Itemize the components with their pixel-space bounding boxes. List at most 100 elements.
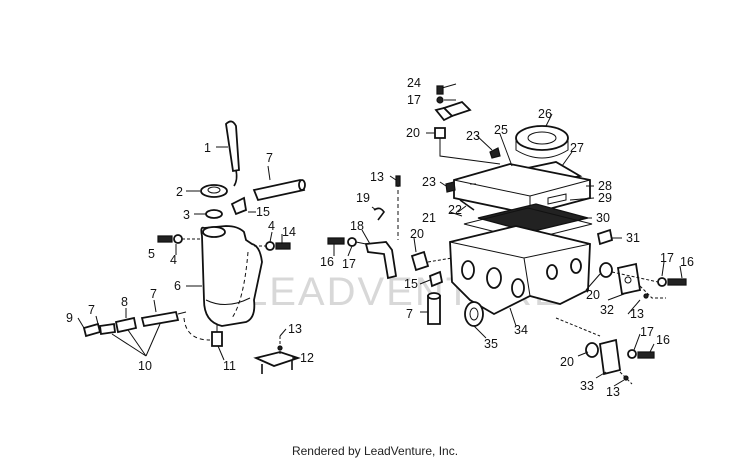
left-washer — [347, 237, 357, 247]
right-mount-line-upper — [611, 271, 659, 283]
right-washer — [265, 241, 275, 251]
mounting-bolt — [157, 235, 173, 243]
airbox-port-1 — [461, 260, 475, 280]
callout-18: 18 — [350, 219, 364, 233]
top-block-side — [434, 107, 454, 122]
callout-17-top: 17 — [407, 93, 421, 107]
right-bolt — [275, 242, 291, 250]
vent-hose-end — [298, 179, 306, 191]
airbox-body-edges — [449, 241, 591, 297]
callout-25: 25 — [494, 123, 508, 137]
callout-19: 19 — [356, 191, 370, 205]
callout-20-left: 20 — [410, 227, 424, 241]
callout-31: 31 — [626, 231, 640, 245]
callout-20-lower: 20 — [560, 355, 574, 369]
breather-fitting — [428, 270, 444, 288]
callout-12: 12 — [300, 351, 314, 365]
callout-11: 11 — [223, 359, 236, 373]
oil-tank — [200, 225, 263, 327]
lower-mount-line — [555, 317, 601, 337]
lower-screw-line — [619, 371, 633, 385]
callout-16-right-upper: 16 — [680, 255, 694, 269]
callout-32: 32 — [600, 303, 614, 317]
drain-clamp — [98, 322, 117, 336]
right-bracket-hole — [624, 276, 632, 284]
tank-cap-center — [207, 186, 221, 194]
callout-3: 3 — [183, 208, 190, 222]
airbox-port-5 — [570, 258, 582, 274]
left-grommet-line — [427, 257, 453, 263]
lid-clip — [459, 199, 475, 211]
callout-7-drain-left: 7 — [88, 303, 95, 317]
callout-7-vent-hose: 7 — [266, 151, 273, 165]
callout-7-drain-right: 7 — [150, 287, 157, 301]
footer-credit: Rendered by LeadVenture, Inc. — [291, 444, 459, 458]
callout-20-right: 20 — [586, 288, 600, 302]
vent-hose — [252, 178, 306, 202]
airbox-port-4 — [546, 264, 558, 280]
callout-15-right: 15 — [404, 277, 418, 291]
callout-14: 14 — [282, 225, 296, 239]
tank-seam — [205, 297, 251, 305]
intake-boot — [464, 301, 484, 327]
callout-4-left: 4 — [170, 253, 177, 267]
cap-gasket — [205, 209, 223, 219]
callout-23-top: 23 — [466, 129, 480, 143]
bolt-washer — [173, 234, 183, 244]
callout-22: 22 — [448, 203, 462, 217]
callout-8: 8 — [121, 295, 128, 309]
callout-6: 6 — [174, 279, 181, 293]
bracket-legs — [261, 360, 293, 374]
filter-element-side — [515, 138, 569, 159]
filter-element — [515, 125, 569, 151]
lid-screw — [395, 175, 401, 187]
callout-30: 30 — [596, 211, 610, 225]
right-bolt-upper — [667, 278, 687, 286]
callout-5: 5 — [148, 247, 155, 261]
left-grommet — [410, 250, 430, 272]
airbox-port-2 — [486, 267, 502, 289]
callout-20-top: 20 — [406, 126, 420, 140]
top-screw — [436, 85, 444, 95]
callout-7-breather: 7 — [406, 307, 413, 321]
drain-route — [183, 317, 211, 341]
callout-16-right-lower: 16 — [656, 333, 670, 347]
callout-17-left: 17 — [342, 257, 356, 271]
callout-1: 1 — [204, 141, 211, 155]
callout-24: 24 — [407, 76, 421, 90]
callout-15-left: 15 — [256, 205, 270, 219]
airbox-lid-slots — [470, 183, 567, 205]
intake-boot-leader — [473, 325, 487, 339]
drain-valve — [114, 316, 138, 334]
lower-bracket — [599, 338, 621, 376]
callout-17-right-lower: 17 — [640, 325, 654, 339]
callout-16-left: 16 — [320, 255, 334, 269]
airbox-port-3 — [511, 278, 525, 298]
callout-labels: 1 2 3 4 4 5 6 7 7 7 7 8 9 10 11 12 13 13… — [66, 76, 694, 399]
right-grommet-upper — [599, 262, 613, 278]
left-bolt — [327, 237, 345, 245]
callout-13-bracket: 13 — [288, 322, 302, 336]
callout-9: 9 — [66, 311, 73, 325]
tank-inner-contour — [231, 251, 249, 319]
right-bracket-upper — [616, 262, 642, 296]
right-screw-line-upper — [639, 285, 666, 299]
breather-tube-top — [427, 292, 441, 300]
callout-33: 33 — [580, 379, 594, 393]
lower-bolt — [637, 351, 655, 359]
filter-screen — [477, 203, 589, 233]
callout-13-right-upper: 13 — [630, 307, 644, 321]
callout-27: 27 — [570, 141, 584, 155]
callout-23-left: 23 — [422, 175, 436, 189]
callout-29: 29 — [598, 191, 612, 205]
callout-34: 34 — [514, 323, 528, 337]
grommet-top — [434, 127, 446, 139]
lower-screw — [623, 375, 629, 381]
drain-fitting — [82, 322, 102, 338]
right-washer-upper — [657, 277, 667, 287]
tank-cap — [200, 184, 228, 198]
left-bolt-line — [355, 241, 367, 245]
vent-fitting — [230, 196, 248, 216]
